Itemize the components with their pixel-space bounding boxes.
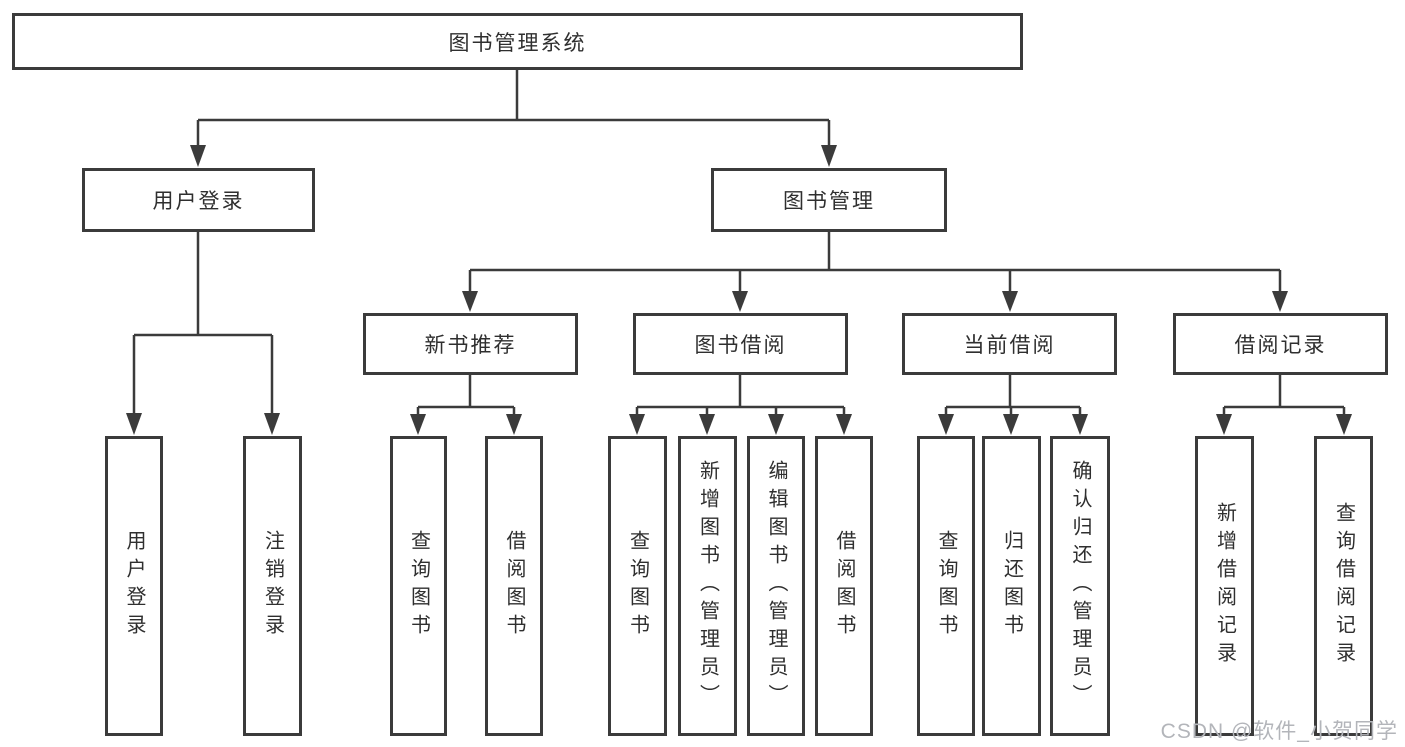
leaf-borrow-books-recommend: 借阅图书 (485, 436, 543, 736)
leaf-query-books-current: 查询图书 (917, 436, 975, 736)
node-label: 借阅记录 (1234, 334, 1327, 357)
leaf-label: 借阅图书 (503, 530, 525, 642)
leaf-label: 查询图书 (935, 530, 957, 642)
leaf-add-books-admin: 新增图书（管理员） (678, 436, 737, 736)
node-label: 当前借阅 (963, 334, 1056, 357)
node-book-borrow: 图书借阅 (633, 313, 848, 375)
leaf-edit-books-admin: 编辑图书（管理员） (747, 436, 805, 736)
leaf-label: 新增借阅记录 (1213, 502, 1236, 670)
leaf-label: 借阅图书 (833, 530, 855, 642)
leaf-label: 查询借阅记录 (1332, 502, 1355, 670)
leaf-label: 归还图书 (1000, 530, 1023, 642)
leaf-return-books: 归还图书 (982, 436, 1041, 736)
leaf-add-borrow-record: 新增借阅记录 (1195, 436, 1254, 736)
leaf-label: 查询图书 (626, 530, 649, 642)
csdn-watermark: CSDN @软件_小贺同学 (1160, 720, 1398, 743)
node-borrow-records: 借阅记录 (1173, 313, 1388, 375)
leaf-label: 查询图书 (407, 530, 430, 642)
node-label: 用户登录 (152, 190, 245, 213)
leaf-user-login: 用户登录 (105, 436, 163, 736)
leaf-query-books-borrow: 查询图书 (608, 436, 667, 736)
node-library-system: 图书管理系统 (12, 13, 1023, 70)
leaf-label: 确认归还（管理员） (1069, 460, 1091, 712)
node-new-book-recommend: 新书推荐 (363, 313, 578, 375)
leaf-logout: 注销登录 (243, 436, 302, 736)
node-current-borrow: 当前借阅 (902, 313, 1117, 375)
leaf-query-books-recommend: 查询图书 (390, 436, 447, 736)
node-label: 新书推荐 (424, 334, 517, 357)
leaf-label: 用户登录 (123, 530, 145, 642)
node-label: 图书管理系统 (448, 31, 587, 55)
node-user-login: 用户登录 (82, 168, 315, 232)
node-book-management: 图书管理 (711, 168, 947, 232)
leaf-borrow-books: 借阅图书 (815, 436, 873, 736)
node-label: 图书借阅 (694, 334, 787, 357)
leaf-label: 注销登录 (261, 530, 284, 642)
leaf-label: 新增图书（管理员） (696, 460, 719, 712)
leaf-query-borrow-record: 查询借阅记录 (1314, 436, 1373, 736)
leaf-label: 编辑图书（管理员） (765, 460, 787, 712)
node-label: 图书管理 (783, 190, 875, 213)
leaf-confirm-return-admin: 确认归还（管理员） (1050, 436, 1110, 736)
